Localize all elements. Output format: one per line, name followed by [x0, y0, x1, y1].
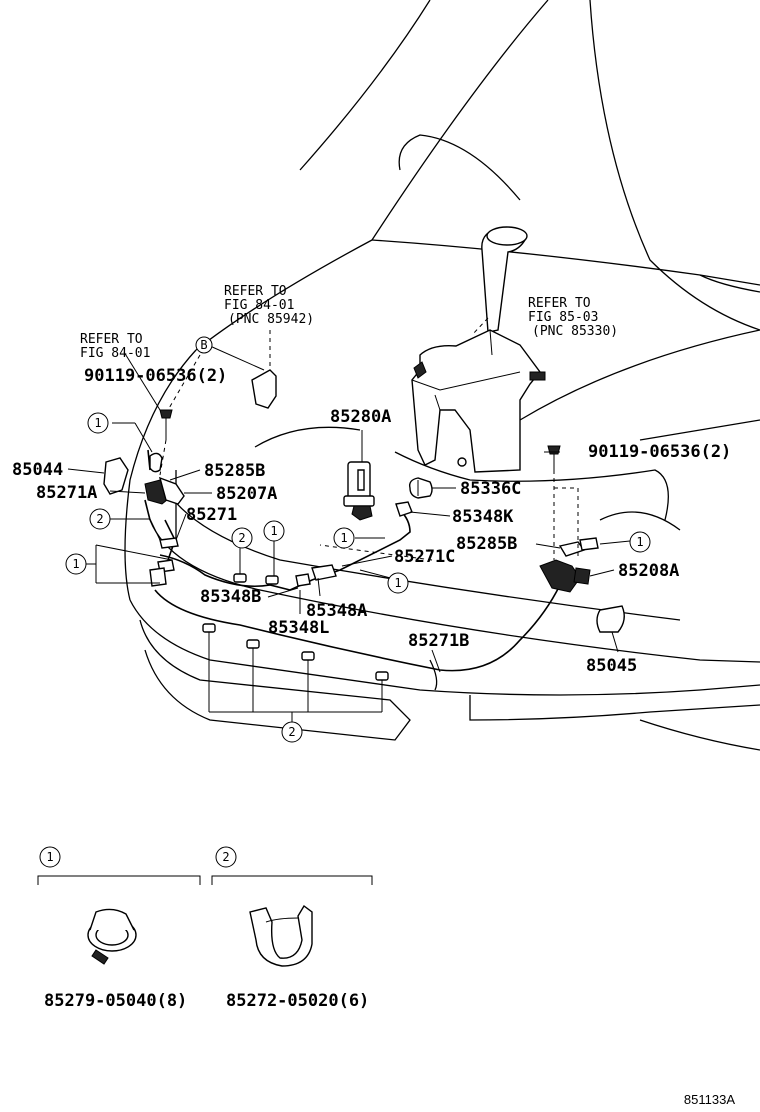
refer-note-upper-left-line3: (PNC 85942)	[228, 312, 314, 327]
right-washer-nozzle	[539, 537, 625, 633]
label-85045: 85045	[586, 656, 637, 676]
clamp-1-illustration	[87, 908, 137, 965]
left-washer-nozzle	[103, 452, 185, 587]
refer-note-right-line1: REFER TO	[528, 296, 591, 311]
leader-lines	[67, 345, 631, 722]
label-85044: 85044	[12, 460, 63, 480]
label-85208A: 85208A	[618, 561, 679, 581]
figure-id: 851133A	[684, 1092, 735, 1107]
label-90119-right: 90119-06536(2)	[588, 442, 731, 462]
legend-clamp-1: 1 85279-05040(8)	[37, 846, 201, 1011]
refer-note-left-line2: FIG 84-01	[80, 346, 150, 361]
svg-text:85272-05020(6): 85272-05020(6)	[226, 991, 369, 1011]
callout-2-c: 2	[281, 721, 303, 743]
label-85271A: 85271A	[36, 483, 97, 503]
marker-b: B	[195, 336, 213, 354]
callout-1-c: 1	[263, 520, 285, 542]
refer-note-upper-left-line2: FIG 84-01	[224, 298, 294, 313]
callout-1-f: 1	[629, 531, 651, 553]
label-85271C: 85271C	[394, 547, 455, 567]
legend-clamp-2: 2 85272-05020(6)	[211, 846, 373, 1011]
bracket-85942	[251, 330, 277, 409]
refer-note-right-line2: FIG 85-03	[528, 310, 598, 325]
svg-text:1: 1	[46, 850, 53, 864]
label-85285B-right: 85285B	[456, 534, 517, 554]
svg-text:1: 1	[72, 557, 79, 571]
label-85336C: 85336C	[460, 479, 521, 499]
callout-1-e: 1	[387, 572, 409, 594]
washer-tank	[411, 226, 546, 473]
svg-text:2: 2	[238, 531, 245, 545]
callout-2-a: 2	[89, 508, 111, 530]
dashed-reference-lines	[159, 317, 579, 561]
washer-hoses	[144, 449, 561, 672]
label-85271B: 85271B	[408, 631, 469, 651]
svg-text:2: 2	[96, 512, 103, 526]
svg-text:1: 1	[270, 524, 277, 538]
refer-note-right-line3: (PNC 85330)	[532, 324, 618, 339]
callout-2-b: 2	[231, 527, 253, 549]
bolt-left	[159, 409, 173, 440]
clamp-2-illustration	[249, 904, 313, 967]
svg-text:1: 1	[636, 535, 643, 549]
label-85348K: 85348K	[452, 507, 514, 527]
svg-text:B: B	[200, 338, 207, 352]
label-85348B: 85348B	[200, 587, 261, 607]
label-85285B-left: 85285B	[204, 461, 265, 481]
label-85348A: 85348A	[306, 601, 367, 621]
grommet-85336C	[408, 477, 433, 499]
svg-text:2: 2	[222, 850, 229, 864]
label-90119-left: 90119-06536(2)	[84, 366, 227, 386]
bolt-right	[547, 445, 561, 470]
label-85207A: 85207A	[216, 484, 277, 504]
refer-note-upper-left-line1: REFER TO	[224, 284, 287, 299]
label-85271: 85271	[186, 505, 237, 525]
svg-text:85279-05040(8): 85279-05040(8)	[44, 991, 187, 1011]
washer-pump	[343, 461, 375, 521]
svg-text:1: 1	[340, 531, 347, 545]
svg-text:1: 1	[394, 576, 401, 590]
label-85280A: 85280A	[330, 407, 391, 427]
label-85348L: 85348L	[268, 618, 329, 638]
lower-hose-clamps	[202, 573, 389, 681]
callout-1-d: 1	[333, 527, 355, 549]
vehicle-body-outline	[124, 0, 760, 751]
svg-text:1: 1	[94, 416, 101, 430]
callout-1-b: 1	[65, 553, 87, 575]
svg-text:2: 2	[288, 725, 295, 739]
refer-note-left-line1: REFER TO	[80, 332, 143, 347]
callout-1-a: 1	[87, 412, 109, 434]
